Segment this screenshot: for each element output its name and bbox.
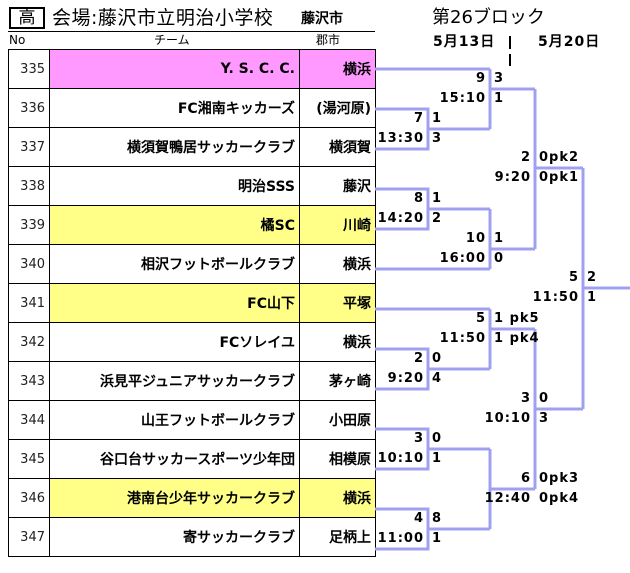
column-header-city: 郡市 [316,33,341,47]
team-number: 344 [8,400,50,440]
score-bottom: 3 [539,411,550,426]
team-name: 谷口台サッカースポーツ少年団 [49,439,300,479]
match-time: 10:10 [377,451,424,466]
match-number: 3 [520,391,531,406]
score-top: 1 [494,231,505,246]
score-bottom: 1 [587,290,598,305]
score-bottom: 0 [494,251,505,266]
team-city: 平塚 [299,283,376,323]
team-city: (湯河原) [299,88,376,128]
team-name: 相沢フットボールクラブ [49,244,300,284]
score-top: 2 [587,270,598,285]
score-top: 1 pk5 [494,311,540,326]
venue-city: 藤沢市 [301,11,343,27]
score-top: 0pk2 [539,150,580,165]
match-number: 4 [413,511,424,526]
score-top: 0 [432,431,443,446]
block-title: 第26ブロック [432,7,545,28]
match-number: 9 [475,71,486,86]
match-time: 10:10 [484,411,531,426]
match-number: 6 [520,471,531,486]
team-number: 340 [8,244,50,284]
match-number: 10 [465,231,486,246]
match-number: 2 [520,150,531,165]
team-number: 347 [8,517,50,557]
match-time: 15:10 [439,91,486,106]
match-time: 11:00 [377,531,424,546]
score-top: 0 [539,391,550,406]
score-top: 8 [432,511,443,526]
match-number: 8 [413,191,424,206]
match-number: 5 [568,270,579,285]
team-number: 338 [8,166,50,206]
team-name: 港南台少年サッカークラブ [49,478,300,518]
team-city: 横浜 [299,244,376,284]
team-city: 藤沢 [299,166,376,206]
score-bottom: 1 [494,91,505,106]
date-separator [509,36,511,49]
match-number: 7 [413,111,424,126]
score-bottom: 3 [432,131,443,146]
team-number: 345 [8,439,50,479]
score-bottom: 0pk1 [539,170,580,185]
team-city: 足柄上 [299,517,376,557]
score-bottom: 4 [432,371,443,386]
team-name: 寄サッカークラブ [49,517,300,557]
column-header-no: No [9,33,26,47]
team-number: 339 [8,205,50,245]
team-city: 横浜 [299,478,376,518]
match-number: 3 [413,431,424,446]
match-time: 11:50 [532,290,579,305]
team-city: 横須賀 [299,127,376,167]
match-number: 5 [475,311,486,326]
team-name: 横須賀鴨居サッカークラブ [49,127,300,167]
team-name: Y. S. C. C. [49,49,300,89]
column-header-team: チーム [154,33,190,47]
match-number: 2 [413,351,424,366]
header-divider [8,31,375,32]
team-number: 336 [8,88,50,128]
score-top: 0 [432,351,443,366]
round1-date: 5月13日 [433,34,496,50]
round2-date: 5月20日 [538,34,601,50]
date-separator [509,54,511,66]
score-top: 1 [432,191,443,206]
venue-title: 会場:藤沢市立明治小学校 [52,7,274,29]
score-top: 3 [494,71,505,86]
team-city: 小田原 [299,400,376,440]
match-time: 16:00 [439,251,486,266]
score-top: 0pk3 [539,471,580,486]
match-time: 14:20 [377,211,424,226]
match-time: 9:20 [387,371,424,386]
team-name: 橘SC [49,205,300,245]
score-bottom: 2 [432,211,443,226]
match-time: 12:40 [484,491,531,506]
score-top: 1 [432,111,443,126]
score-bottom: 1 pk4 [494,331,540,346]
score-bottom: 1 [432,531,443,546]
team-city: 相模原 [299,439,376,479]
match-time: 13:30 [377,131,424,146]
score-bottom: 1 [432,451,443,466]
grade-badge: 高 [9,7,45,29]
match-time: 11:50 [439,331,486,346]
team-city: 川崎 [299,205,376,245]
team-name: 山王フットボールクラブ [49,400,300,440]
match-time: 9:20 [494,170,531,185]
score-bottom: 0pk4 [539,491,580,506]
team-city: 横浜 [299,49,376,89]
